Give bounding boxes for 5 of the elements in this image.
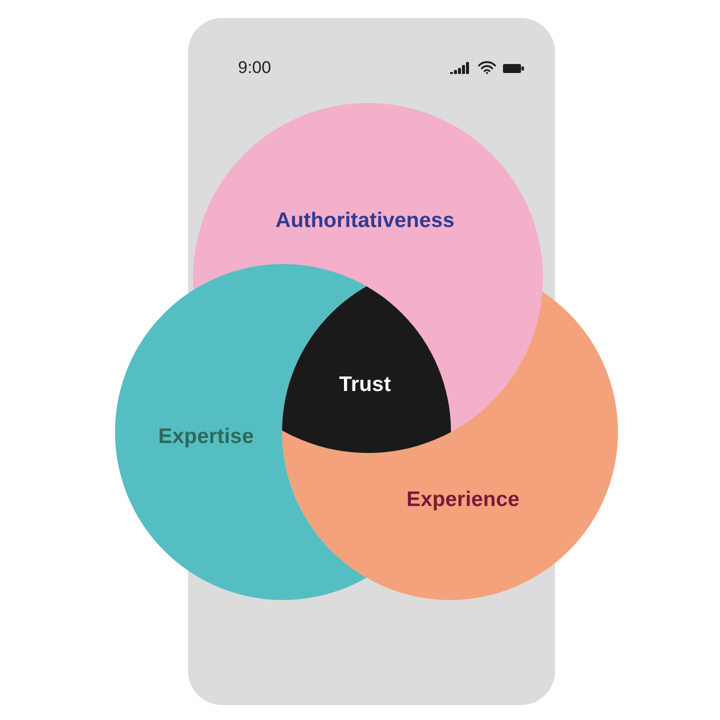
status-time: 9:00: [238, 58, 272, 78]
circle-label: Authoritativeness: [275, 209, 455, 233]
circle-label: Expertise: [158, 425, 254, 449]
circle-label: Experience: [406, 488, 520, 512]
overlap-label: Trust: [339, 373, 391, 397]
